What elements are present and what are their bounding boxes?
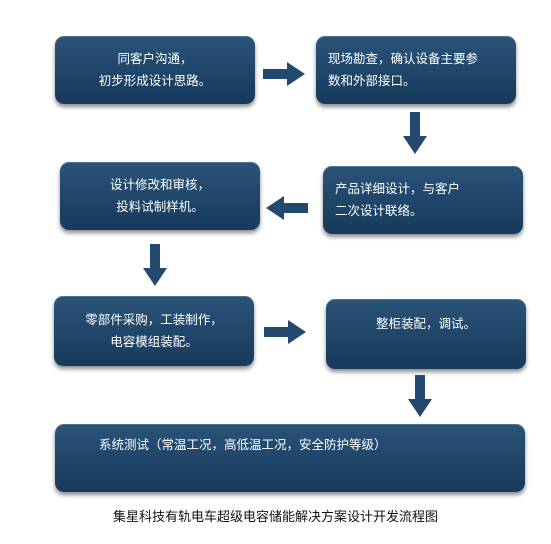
step-detailed-design-line1: 产品详细设计，与客户 <box>335 181 461 197</box>
arrow-left-icon <box>266 196 308 220</box>
arrow-down-icon <box>143 244 167 286</box>
step-site-survey-box: 现场勘查，确认设备主要参 数和外部接口。 <box>316 36 516 104</box>
step-communicate-line2: 初步形成设计思路。 <box>98 73 212 88</box>
step-system-test-box: 系统测试（常温工况，高低温工况，安全防护等级） <box>55 424 525 492</box>
arrow-right-icon <box>263 62 305 86</box>
step-procurement-box: 零部件采购，工装制作， 电容模组装配。 <box>54 296 254 366</box>
step-design-review-line1: 设计修改和审核， <box>109 177 210 193</box>
diagram-caption: 集星科技有轨电车超级电容储能解决方案设计开发流程图 <box>112 510 438 525</box>
arrow-down-icon <box>408 375 432 417</box>
step-communicate-box: 同客户沟通， 初步形成设计思路。 <box>55 36 255 104</box>
step-cabinet-assembly-box: 整柜装配，调试。 <box>326 299 526 369</box>
step-detailed-design-box: 产品详细设计，与客户 二次设计联络。 <box>323 166 523 234</box>
arrow-down-icon <box>403 112 427 154</box>
step-site-survey-line2: 数和外部接口。 <box>328 73 416 88</box>
step-procurement-line2: 电容模组装配。 <box>110 334 198 349</box>
step-site-survey-line1: 现场勘查，确认设备主要参 <box>328 51 479 67</box>
step-communicate-line1: 同客户沟通， <box>117 51 193 67</box>
arrow-right-icon <box>264 320 306 344</box>
step-detailed-design-line2: 二次设计联络。 <box>335 203 423 218</box>
step-cabinet-assembly-line1: 整柜装配，调试。 <box>375 316 476 331</box>
step-procurement-line1: 零部件采购，工装制作， <box>85 312 223 328</box>
step-design-review-line2: 投料试制样机。 <box>116 199 204 214</box>
step-design-review-box: 设计修改和审核， 投料试制样机。 <box>60 162 260 230</box>
step-system-test-line1: 系统测试（常温工况，高低温工况，安全防护等级） <box>99 437 387 452</box>
